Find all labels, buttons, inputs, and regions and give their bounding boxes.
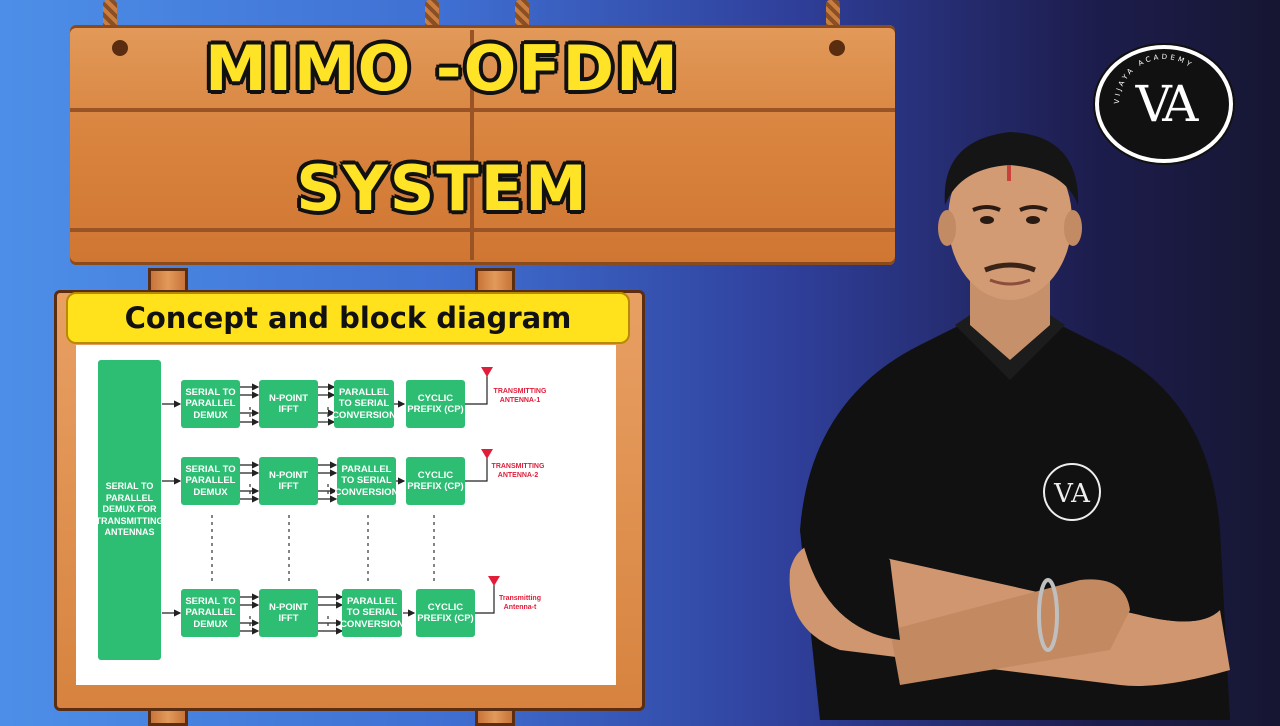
title-line-2: SYSTEM [296,152,589,225]
wooden-sign [70,25,895,265]
serial-to-parallel-block: SERIAL TO PARALLEL DEMUX [181,589,240,637]
presenter-photo: VA [789,132,1230,720]
logo-ring: VIJAYA ACADEMY [1113,53,1192,104]
antenna-label: TRANSMITTING ANTENNA-2 [491,463,545,479]
antenna-icon [488,576,500,586]
parallel-to-serial-block: PARALLEL TO SERIAL CONVERSION [340,589,404,637]
serial-to-parallel-block: SERIAL TO PARALLEL DEMUX [181,457,240,505]
cyclic-prefix-block: CYCLIC PREFIX (CP) [406,457,465,505]
cyclic-prefix-block: CYCLIC PREFIX (CP) [416,589,475,637]
antenna-icon [481,449,493,459]
svg-text:VA: VA [1053,479,1091,509]
brand-logo: VIJAYA ACADEMY VA [1095,45,1233,163]
ifft-block: N-POINT IFFT [259,380,318,428]
diagram-connectors [162,367,500,635]
ifft-block: N-POINT IFFT [259,589,318,637]
cyclic-prefix-block: CYCLIC PREFIX (CP) [406,380,465,428]
serial-to-parallel-block: SERIAL TO PARALLEL DEMUX [181,380,240,428]
ifft-block: N-POINT IFFT [259,457,318,505]
nail [829,40,845,56]
source-demux-block: SERIAL TO PARALLEL DEMUX FOR TRANSMITTIN… [96,360,164,660]
parallel-to-serial-block: PARALLEL TO SERIAL CONVERSION [332,380,396,428]
logo-monogram: VA [1135,75,1199,133]
plank-divider [70,228,895,232]
parallel-to-serial-block: PARALLEL TO SERIAL CONVERSION [335,457,398,505]
plank-seam [470,30,474,260]
antenna-label: TRANSMITTING ANTENNA-1 [493,388,547,404]
board-subtitle: Concept and block diagram [66,292,630,344]
title-line-1: MIMO -OFDM [205,32,680,105]
antenna-label: Transmitting Antenna-t [498,595,541,611]
antenna-icon [481,367,493,377]
nail [112,40,128,56]
plank-divider [70,108,895,112]
